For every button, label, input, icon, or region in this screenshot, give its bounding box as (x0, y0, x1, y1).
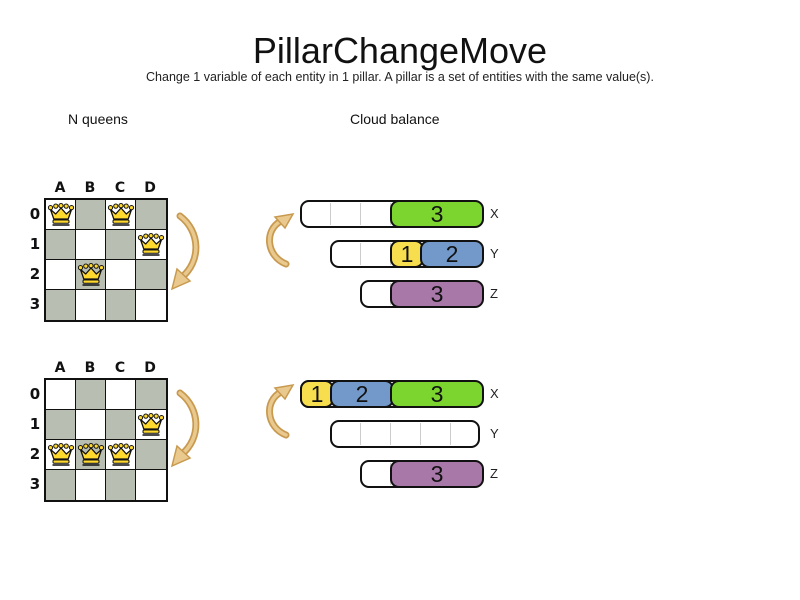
board-cell-D3 (136, 290, 166, 320)
board-cell-B0 (76, 200, 106, 230)
chessboard-grid (44, 378, 168, 502)
computer-label-Y: Y (490, 426, 499, 441)
queen-crown-icon (107, 202, 134, 226)
capacity-divider (420, 423, 421, 445)
capacity-divider (360, 243, 361, 265)
board-cell-D3 (136, 470, 166, 500)
capacity-divider (330, 203, 331, 225)
row-label: 1 (29, 235, 41, 253)
nqueens-board-before: A B C D 0 1 2 3 (27, 180, 187, 322)
row-label: 3 (29, 475, 41, 493)
column-label: B (84, 180, 96, 196)
board-cell-A1 (46, 230, 76, 260)
board-cell-D2 (136, 440, 166, 470)
queen-crown-icon (77, 442, 104, 466)
section-label-nqueens: N queens (68, 111, 128, 127)
board-cell-A1 (46, 410, 76, 440)
process-block-1: 1 (300, 380, 334, 408)
capacity-divider (360, 423, 361, 445)
process-block-3: 3 (390, 380, 484, 408)
computer-bar-X: 3 (300, 200, 484, 228)
board-cell-B2 (76, 260, 106, 290)
page-title: PillarChangeMove (252, 30, 548, 71)
nqueens-board-after: A B C D 0 1 2 3 (27, 360, 187, 502)
board-cell-A0 (46, 380, 76, 410)
board-cell-B0 (76, 380, 106, 410)
row-label: 1 (29, 415, 41, 433)
capacity-divider (450, 423, 451, 445)
queen-crown-icon (47, 202, 74, 226)
board-cell-B3 (76, 290, 106, 320)
board-cell-C1 (106, 410, 136, 440)
board-cell-A3 (46, 470, 76, 500)
process-block-3: 3 (390, 200, 484, 228)
capacity-divider (360, 203, 361, 225)
board-cell-C2 (106, 260, 136, 290)
queen-crown-icon (137, 232, 165, 256)
row-label: 0 (29, 385, 41, 403)
board-cell-C0 (106, 200, 136, 230)
board-cell-B3 (76, 470, 106, 500)
board-cell-A0 (46, 200, 76, 230)
board-cell-A2 (46, 440, 76, 470)
row-label: 2 (29, 265, 41, 283)
curved-arrow-up-icon (266, 384, 295, 439)
board-cell-C0 (106, 380, 136, 410)
computer-label-Z: Z (490, 466, 498, 481)
computer-label-Y: Y (490, 246, 499, 261)
board-cell-D0 (136, 380, 166, 410)
process-block-2: 2 (330, 380, 394, 408)
curved-arrow-up-icon (266, 213, 295, 268)
board-cell-A3 (46, 290, 76, 320)
curved-arrow-down-icon (170, 212, 200, 291)
row-label: 3 (29, 295, 41, 313)
queen-crown-icon (107, 442, 134, 466)
board-cell-D2 (136, 260, 166, 290)
page-subtitle: Change 1 variable of each entity in 1 pi… (146, 70, 654, 84)
computer-label-Z: Z (490, 286, 498, 301)
queen-crown-icon (77, 262, 104, 286)
computer-bar-Z: 3 (360, 280, 484, 308)
column-label: A (54, 180, 66, 196)
process-block-2: 2 (420, 240, 484, 268)
computer-bar-Z: 3 (360, 460, 484, 488)
section-label-cloud: Cloud balance (350, 111, 440, 127)
board-cell-C3 (106, 290, 136, 320)
column-label: C (114, 360, 126, 376)
capacity-divider (390, 423, 391, 445)
chessboard-grid (44, 198, 168, 322)
computer-bar-Y (330, 420, 480, 448)
computer-label-X: X (490, 206, 499, 221)
queen-crown-icon (137, 412, 165, 436)
board-cell-B2 (76, 440, 106, 470)
process-block-3: 3 (390, 280, 484, 308)
board-cell-A2 (46, 260, 76, 290)
column-label: B (84, 360, 96, 376)
board-cell-C3 (106, 470, 136, 500)
row-label: 2 (29, 445, 41, 463)
process-block-1: 1 (390, 240, 424, 268)
board-cell-C1 (106, 230, 136, 260)
curved-arrow-down-icon (170, 389, 200, 468)
row-label: 0 (29, 205, 41, 223)
board-cell-C2 (106, 440, 136, 470)
column-label: D (144, 360, 156, 376)
process-block-3: 3 (390, 460, 484, 488)
computer-label-X: X (490, 386, 499, 401)
column-label: A (54, 360, 66, 376)
column-label: C (114, 180, 126, 196)
board-cell-B1 (76, 410, 106, 440)
queen-crown-icon (47, 442, 74, 466)
column-label: D (144, 180, 156, 196)
board-cell-D1 (136, 410, 166, 440)
board-cell-D1 (136, 230, 166, 260)
board-cell-D0 (136, 200, 166, 230)
board-cell-B1 (76, 230, 106, 260)
